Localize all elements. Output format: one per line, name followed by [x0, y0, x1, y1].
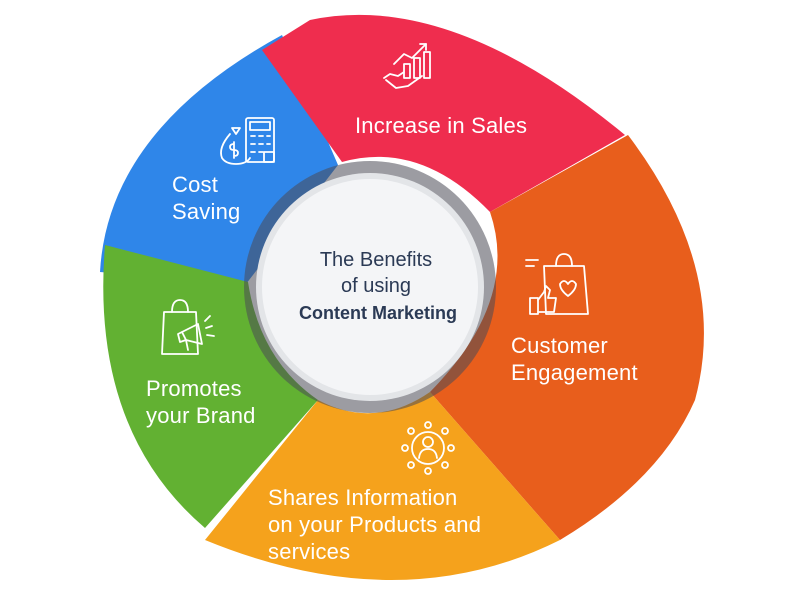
- segment-promotes-your-brand: [103, 245, 319, 528]
- label-customer-engagement: Customer Engagement: [511, 333, 638, 385]
- center-title-line3: Content Marketing: [299, 303, 457, 323]
- money-calculator-icon: [220, 117, 275, 165]
- segment-shares-information: [205, 392, 560, 580]
- network-user-icon: [401, 421, 455, 475]
- shopping-bag-like-icon: [525, 253, 589, 315]
- bag-megaphone-icon: [161, 299, 215, 355]
- center-title-line2: of using: [341, 275, 411, 297]
- label-shares-information: Shares Information on your Products and …: [268, 485, 487, 564]
- label-promotes-your-brand: Promotes your Brand: [146, 376, 256, 428]
- label-increase-in-sales: Increase in Sales: [355, 113, 527, 138]
- segment-increase-in-sales: [262, 14, 625, 212]
- label-cost-saving: Cost Saving: [172, 172, 240, 224]
- growth-hand-icon: [383, 43, 431, 89]
- center-title-line1: The Benefits: [320, 249, 432, 271]
- segment-customer-engagement: [430, 135, 704, 540]
- center-disc: [262, 179, 478, 395]
